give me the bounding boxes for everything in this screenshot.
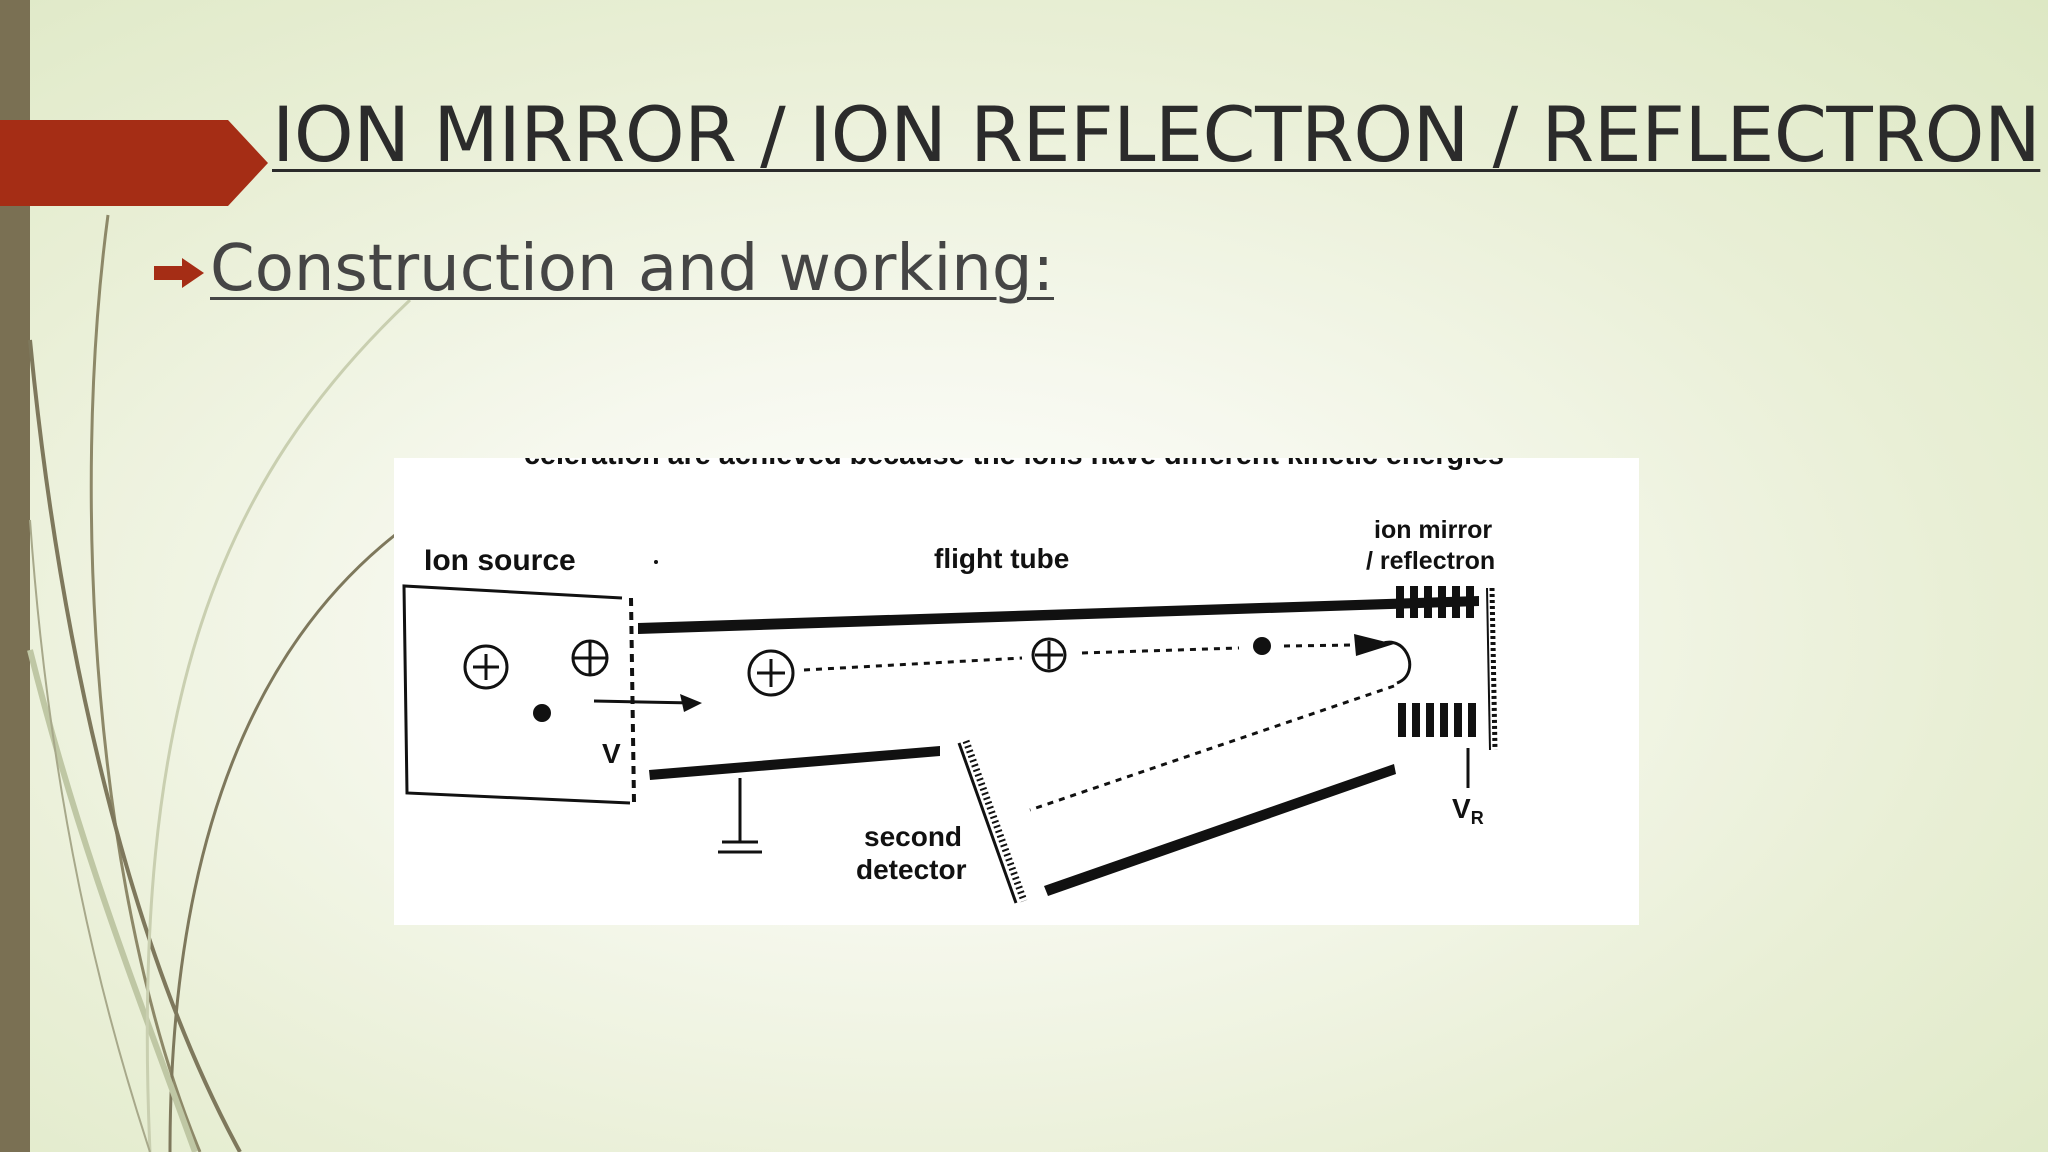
acceleration-arrow: [593, 694, 702, 712]
voltage-label: V: [602, 738, 621, 769]
ground-symbol: [718, 778, 762, 854]
second-detector-label: detector: [856, 854, 967, 885]
ion-source-box: [402, 584, 636, 805]
ion-source-label: Ion source: [424, 544, 576, 577]
reflectron-back-plate: [1486, 587, 1498, 751]
flight-tube-bottom-wall: [1044, 764, 1396, 896]
cropped-caption-text: celeration are achieved because the ions…: [524, 458, 1504, 471]
flight-tube-label: flight tube: [934, 543, 1069, 574]
ion-mirror-electrodes: [1396, 586, 1476, 737]
ion-mirror-label: ion mirror: [1374, 516, 1492, 544]
subheading: Construction and working:: [210, 232, 1054, 306]
reflectron-diagram: celeration are achieved because the ions…: [394, 458, 1639, 925]
flight-tube-bottom-wall: [649, 746, 940, 780]
positive-ion-icon: [1031, 637, 1067, 673]
decorative-curves: [27, 214, 412, 1152]
title-marker-arrow: [0, 120, 268, 206]
reflectron-voltage-label: VR: [1452, 793, 1484, 828]
neutral-particle: [533, 704, 551, 722]
reflectron-label: / reflectron: [1366, 547, 1495, 575]
speck: [654, 560, 658, 564]
positive-ion-icon: [571, 639, 609, 677]
neutral-particle: [1253, 637, 1271, 655]
bullet-arrow-icon: [154, 258, 204, 288]
second-detector-label: second: [864, 821, 962, 852]
positive-ion-icon: [747, 649, 795, 697]
second-detector: [957, 739, 1028, 904]
ion-direction-arrow: [1354, 634, 1394, 656]
ion-flight-path: [803, 643, 1395, 812]
positive-ion-icon: [463, 644, 509, 690]
slide-title: ION MIRROR / ION REFLECTRON / REFLECTRON: [272, 90, 2041, 179]
ion-turnaround-path: [1373, 640, 1412, 685]
flight-tube-top-wall: [638, 596, 1479, 634]
